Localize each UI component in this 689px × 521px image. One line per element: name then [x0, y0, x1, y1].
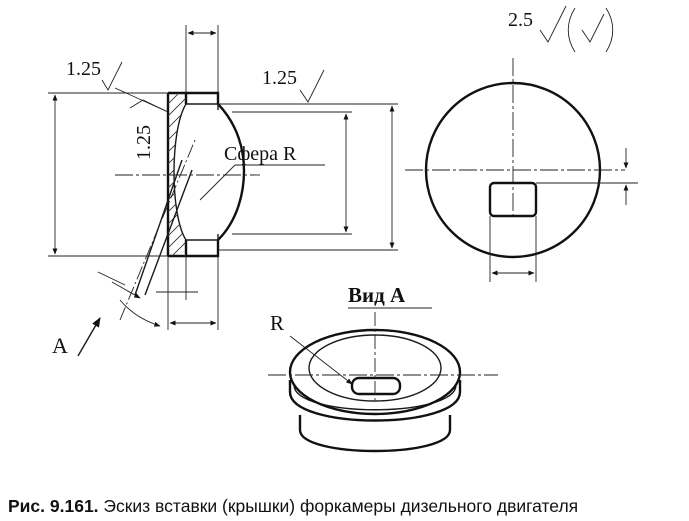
view-arrow — [77, 317, 101, 357]
angle-ext-2 — [97, 271, 126, 286]
figure-number: Рис. 9.161. — [8, 496, 99, 516]
radius-label: R — [270, 311, 284, 335]
roughness-symbol-top-left — [101, 61, 123, 91]
groove-bottom — [186, 234, 219, 241]
angle-ext — [111, 281, 141, 299]
figure-caption-text: Эскиз вставки (крышки) форкамеры дизельн… — [98, 496, 579, 516]
sphere-cavity — [173, 103, 187, 241]
cap-outline — [186, 91, 246, 258]
roughness-top-right: 1.25 — [262, 67, 297, 89]
section-view: Сфера R A 1.25 1.25 — [48, 25, 398, 358]
channel-line-2 — [144, 169, 193, 296]
groove-top — [186, 103, 219, 110]
sphere-label: Сфера R — [224, 143, 297, 165]
iso-view: Вид А R — [268, 283, 498, 453]
roughness-corner-paren-l — [567, 7, 576, 53]
view-label: Вид А — [348, 283, 406, 307]
view-arrow-label: A — [52, 333, 68, 358]
roughness-corner-inner — [581, 13, 605, 43]
roughness-vertical: 1.25 — [133, 125, 155, 160]
roughness-symbol-top-right — [299, 69, 325, 103]
technical-drawing: Сфера R A 1.25 1.25 — [48, 5, 638, 453]
channel-axis — [119, 139, 196, 321]
sphere-leader-1 — [199, 164, 236, 201]
roughness-symbol-vertical — [129, 99, 169, 113]
roughness-corner-paren-r — [605, 7, 614, 53]
end-view: 2.5 — [405, 5, 638, 282]
roughness-corner-symbol — [539, 5, 567, 43]
roughness-corner-value: 2.5 — [508, 9, 533, 31]
roughness-top-left: 1.25 — [66, 58, 101, 80]
figure-caption: Рис. 9.161. Эскиз вставки (крышки) форка… — [8, 493, 688, 519]
iso-bottom-cylinder — [298, 415, 452, 453]
iso-flange-ring — [288, 391, 462, 422]
iso-flange-ring-inner — [293, 384, 457, 411]
end-view-slot — [488, 181, 538, 218]
angle-arc — [119, 299, 161, 327]
radius-leader — [289, 335, 353, 385]
iso-slot — [350, 376, 402, 396]
